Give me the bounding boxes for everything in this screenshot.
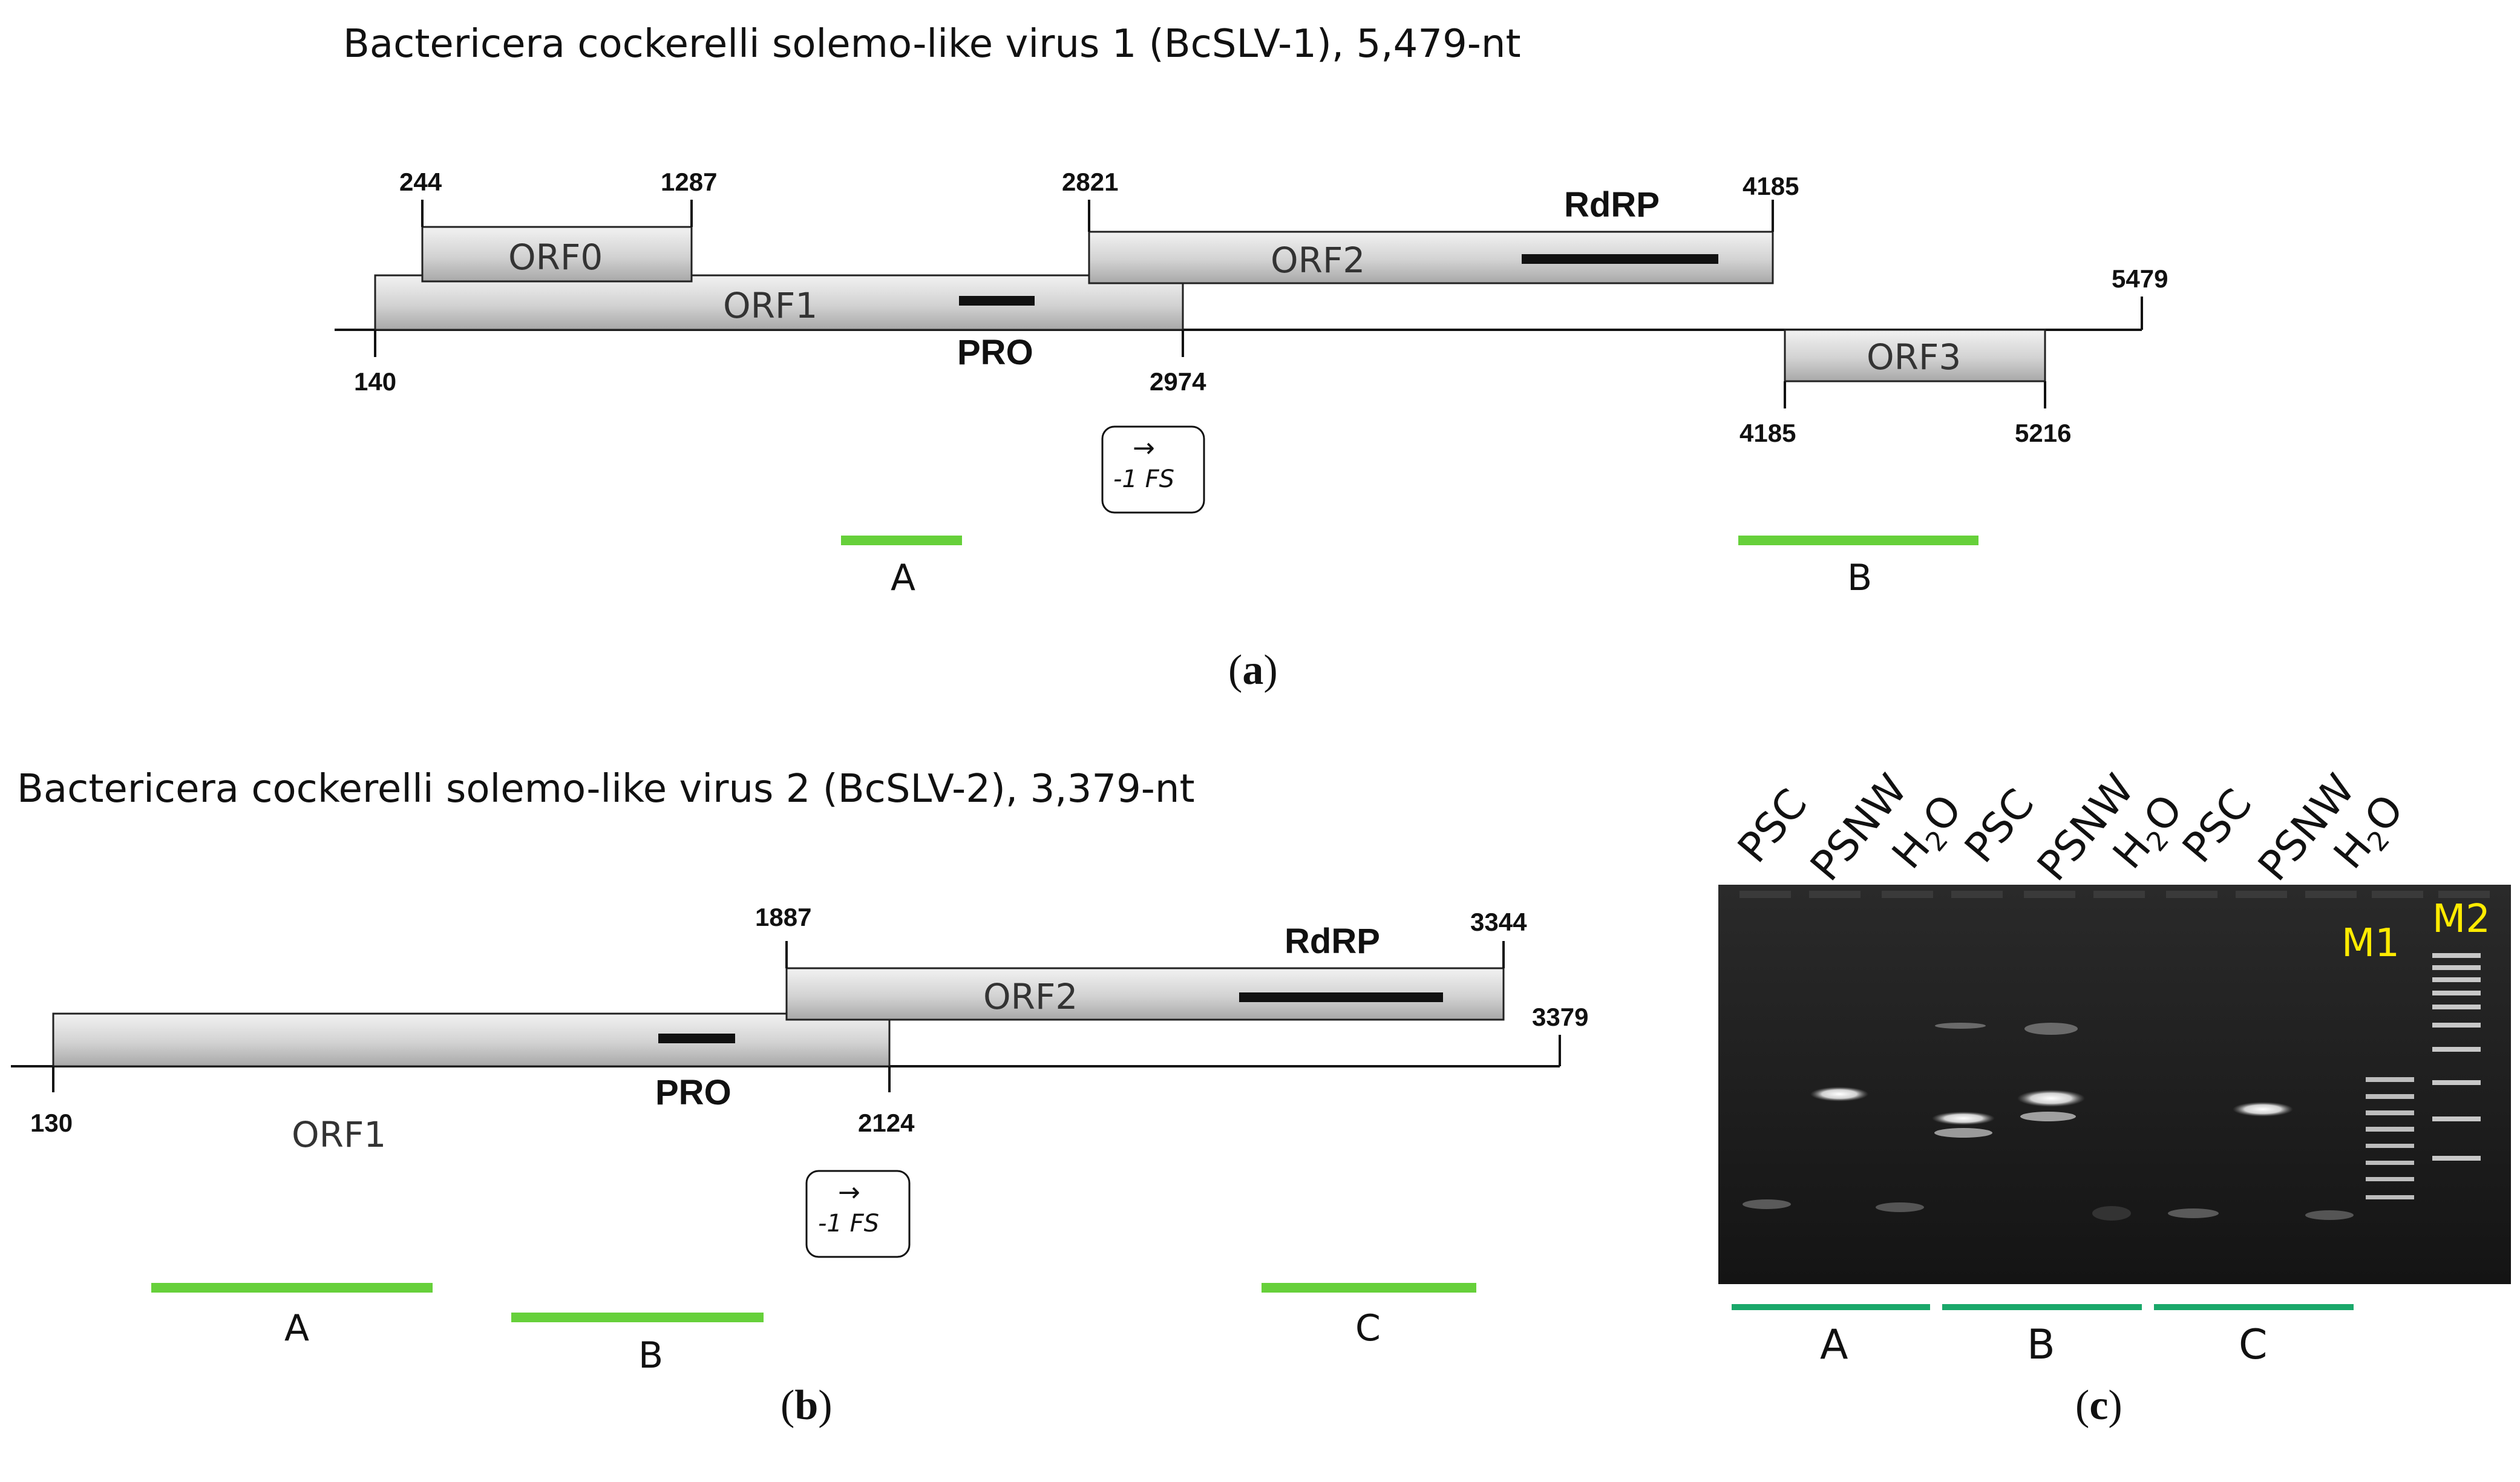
panel-b-pro-label: PRO [655, 1073, 731, 1112]
lane-label-psc-c: PSC [2174, 780, 2262, 872]
band-b-psc-lower [1934, 1128, 1992, 1138]
panel-a-pro-label: PRO [957, 333, 1033, 372]
panel-b-orf2-end: 3344 [1470, 908, 1527, 936]
panel-b-rdrp-label: RdRP [1285, 922, 1380, 961]
panel-a-frameshift-label: -1 FS [1113, 465, 1174, 493]
panel-b-amplicon-c-label: C [1355, 1307, 1381, 1349]
panel-a-letter-text: a [1242, 647, 1263, 693]
svg-text:(a): (a) [1228, 647, 1278, 693]
panel-a-frameshift-arrow: → [1133, 433, 1155, 464]
panel-a-orf1-label: ORF1 [723, 285, 817, 326]
panel-b-orf2-label: ORF2 [983, 976, 1078, 1017]
band-c-psnw [2233, 1102, 2293, 1116]
svg-text:(b): (b) [781, 1382, 833, 1429]
panel-a-letter: (a) [1228, 647, 1278, 693]
panel-a-orf0-start: 244 [399, 168, 442, 196]
panel-a-frameshift-box [1101, 425, 1205, 514]
panel-b-letter-text: b [794, 1382, 818, 1429]
panel-a-orf1-box [374, 274, 1184, 331]
band-b-psc-main [1932, 1112, 1995, 1125]
panel-b-orf1-end: 2124 [858, 1109, 915, 1137]
gel-group-a-label: A [1820, 1321, 1848, 1369]
panel-a-orf3-box [1784, 329, 2046, 382]
panel-c-letter-text: c [2089, 1382, 2108, 1429]
panel-a-orf2-end: 4185 [1743, 172, 1799, 200]
panel-b-genome-end: 3379 [1532, 1003, 1588, 1031]
band-b-psnw-smear [2024, 1023, 2078, 1035]
band-b-psnw-main [2017, 1090, 2085, 1107]
marker-m2-label: M2 [2432, 897, 2490, 942]
panel-b-frameshift-label: -1 FS [818, 1210, 879, 1238]
panel-a-amplicon-a-label: A [891, 557, 915, 599]
panel-b-orf1-label: ORF1 [292, 1114, 386, 1155]
gel-group-c-label: C [2239, 1321, 2267, 1369]
gel-bands [1743, 953, 2481, 1221]
panel-a-orf2-label: ORF2 [1271, 240, 1365, 281]
band-c-water-primer [2305, 1210, 2354, 1220]
panel-a-orf0-end: 1287 [661, 168, 717, 196]
band-a-psc-primer [1743, 1199, 1791, 1209]
gel-wells [1739, 891, 2490, 898]
panel-a-orf1-end: 2974 [1150, 367, 1206, 396]
panel-a-genome-end: 5479 [2112, 264, 2168, 293]
band-b-water-artifact [2092, 1206, 2131, 1221]
panel-b-orf1-box [52, 1012, 891, 1067]
panel-b-genome-map: Bactericera cockerelli solemo-like virus… [11, 767, 1588, 1429]
panel-a-orf3-start: 4185 [1739, 419, 1796, 447]
panel-a-orf2-start: 2821 [1062, 168, 1118, 196]
panel-b-title: Bactericera cockerelli solemo-like virus… [17, 767, 1195, 811]
panel-b-frameshift-box [805, 1170, 911, 1258]
panel-a-amplicon-b-label: B [1847, 557, 1872, 599]
panel-a-orf2-box [1088, 231, 1774, 284]
panel-a-orf1-start: 140 [354, 367, 396, 396]
panel-a-orf0-box [421, 226, 693, 283]
band-a-psnw [1810, 1087, 1868, 1101]
band-b-psc-upper [1935, 1023, 1986, 1029]
band-b-psnw-lower [2020, 1112, 2076, 1121]
panel-a-orf3-end: 5216 [2015, 419, 2071, 447]
panel-a-rdrp-label: RdRP [1564, 185, 1660, 225]
ladder-m2 [2432, 953, 2481, 1161]
band-a-water-primer [1876, 1202, 1924, 1212]
panel-a-title: Bactericera cockerelli solemo-like virus… [343, 22, 1521, 67]
panel-b-amplicon-a-label: A [284, 1307, 309, 1349]
panel-b-orf2-start: 1887 [755, 903, 811, 931]
svg-text:(c): (c) [2075, 1382, 2122, 1429]
ladder-m1 [2366, 1077, 2414, 1199]
panel-b-frameshift-arrow: → [838, 1177, 860, 1208]
panel-a-genome-map: Bactericera cockerelli solemo-like virus… [335, 22, 2168, 693]
gel-lane-labels: PSC PSNW H2O PSC PSNW H2O PSC PSNW H2O [1729, 766, 2414, 890]
gel-group-b-label: B [2027, 1321, 2055, 1369]
marker-m1-label: M1 [2342, 921, 2400, 966]
panel-c-gel: PSC PSNW H2O PSC PSNW H2O PSC PSNW H2O [1718, 766, 2511, 1429]
panel-a-orf0-label: ORF0 [508, 237, 603, 278]
panel-b-letter: (b) [781, 1382, 833, 1429]
panel-b-orf1-start: 130 [30, 1109, 73, 1137]
panel-c-letter: (c) [2075, 1382, 2122, 1429]
panel-a-orf3-label: ORF3 [1867, 336, 1961, 378]
panel-b-amplicon-b-label: B [638, 1334, 663, 1377]
band-c-psc-primer [2168, 1208, 2219, 1218]
